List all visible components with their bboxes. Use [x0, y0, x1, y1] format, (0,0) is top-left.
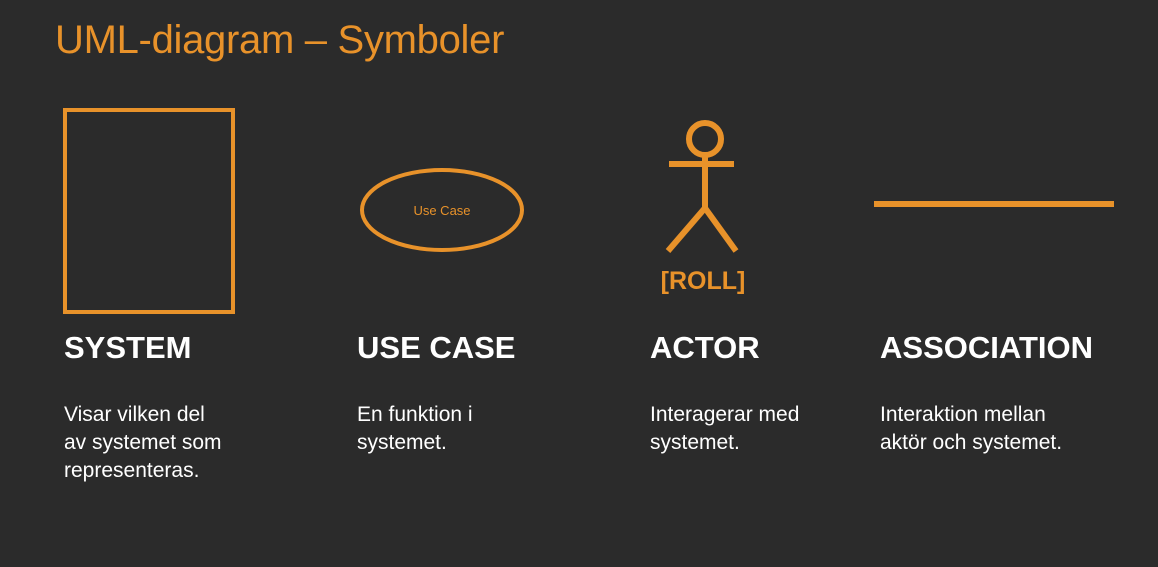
actor-description: Interagerar med systemet.	[650, 403, 800, 454]
use-case-description: En funktion i systemet.	[357, 403, 473, 454]
actor-role-label: [ROLL]	[661, 267, 746, 295]
use-case-ellipse-icon: Use Case	[360, 168, 524, 252]
system-heading: SYSTEM	[64, 330, 192, 365]
actor-head	[686, 120, 724, 158]
system-description: Visar vilken del av systemet som represe…	[64, 403, 222, 482]
association-heading: ASSOCIATION	[880, 330, 1093, 365]
use-case-symbol: Use Case	[358, 165, 526, 255]
association-line-symbol	[874, 201, 1114, 207]
stick-figure-icon: [ROLL]	[661, 120, 746, 295]
system-rectangle-symbol	[63, 108, 235, 314]
actor-symbol: [ROLL]	[660, 118, 750, 298]
use-case-shape-label: Use Case	[413, 203, 470, 218]
actor-right-leg	[702, 206, 739, 253]
association-description: Interaktion mellan aktör och systemet.	[880, 403, 1063, 454]
actor-left-leg	[665, 206, 708, 253]
slide-title: UML-diagram – Symboler	[55, 18, 505, 62]
actor-heading: ACTOR	[650, 330, 760, 365]
use-case-heading: USE CASE	[357, 330, 516, 365]
use-case-ellipse	[360, 168, 524, 252]
